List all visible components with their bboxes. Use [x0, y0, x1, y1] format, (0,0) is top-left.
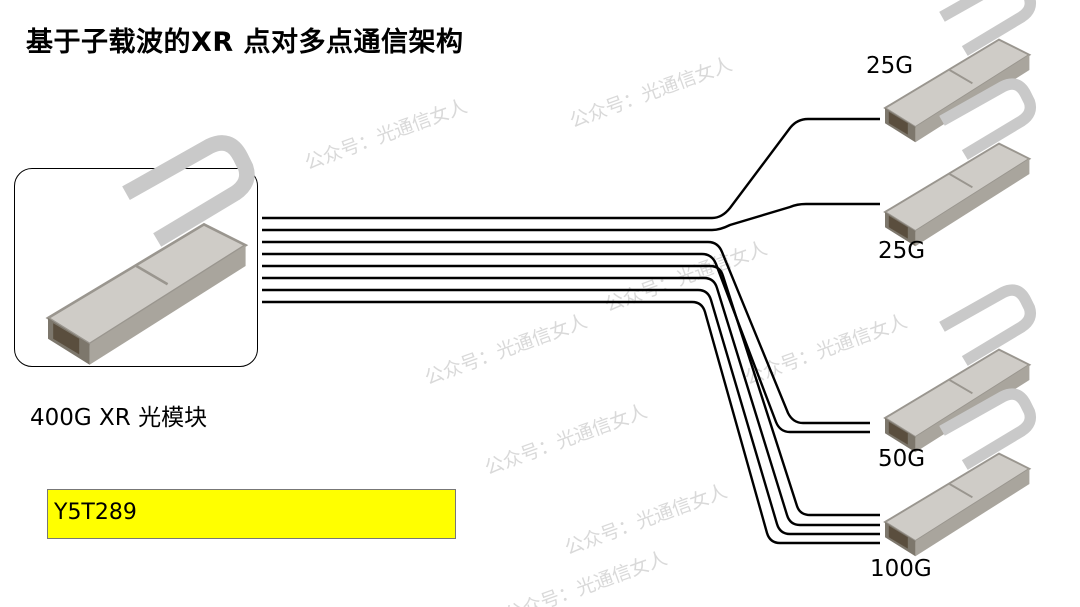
page-title: 基于子载波的XR 点对多点通信架构: [26, 27, 464, 58]
source-module-label: 400G XR 光模块: [30, 405, 208, 431]
fiber-line: [262, 240, 870, 425]
source-module-frame: [14, 168, 258, 367]
source-module-icon: [48, 143, 247, 365]
rate-label-25g-b: 25G: [878, 238, 926, 264]
rate-label-100g: 100G: [870, 556, 932, 582]
fiber-line: [262, 202, 880, 232]
rate-label-25g-a: 25G: [866, 53, 914, 79]
fiber-line: [262, 276, 880, 527]
fiber-line: [262, 252, 870, 434]
fiber-line: [262, 300, 880, 545]
rate-label-50g: 50G: [878, 446, 926, 472]
fiber-line: [262, 288, 880, 536]
fiber-line: [262, 264, 880, 517]
highlight-note: Y5T289: [47, 489, 456, 539]
fiber-line: [262, 117, 880, 220]
